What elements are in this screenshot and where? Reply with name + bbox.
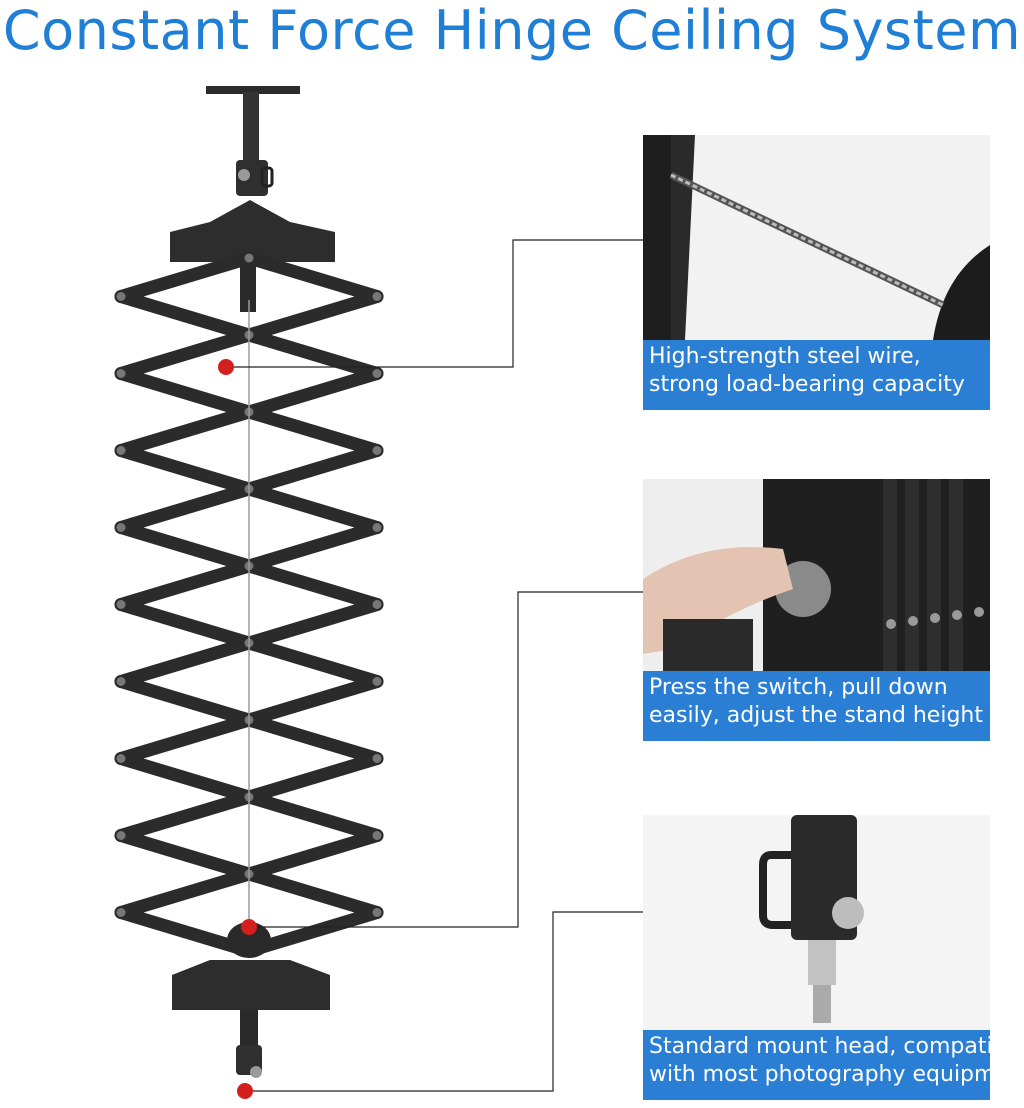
pivot-pin bbox=[372, 523, 382, 532]
page-title: Constant Force Hinge Ceiling System bbox=[2, 0, 1022, 62]
leader-line-switch bbox=[249, 591, 643, 928]
pivot-pin bbox=[116, 600, 126, 609]
marker-switch bbox=[241, 919, 257, 935]
pivot-pin bbox=[372, 600, 382, 609]
scissor-bar bbox=[114, 598, 256, 650]
scissor-bar bbox=[114, 521, 256, 573]
mount-head-photo bbox=[643, 815, 990, 1030]
pivot-pin bbox=[372, 369, 382, 378]
scissor-bar bbox=[242, 636, 384, 688]
scissor-bar bbox=[242, 405, 384, 457]
scissor-bar bbox=[242, 598, 384, 650]
scissor-bar bbox=[114, 559, 256, 611]
scissor-bar bbox=[242, 559, 384, 611]
scissor-bar bbox=[242, 829, 384, 881]
feature-panel-switch: Press the switch, pull down easily, adju… bbox=[643, 479, 990, 741]
steel-wire-photo bbox=[643, 135, 990, 340]
scissor-bar bbox=[242, 867, 384, 919]
scissor-bar bbox=[242, 367, 384, 419]
leader-lines bbox=[226, 239, 643, 1092]
scissor-bar bbox=[114, 367, 256, 419]
caption-switch: Press the switch, pull down easily, adju… bbox=[643, 671, 990, 741]
scissor-bar bbox=[242, 521, 384, 573]
scissor-bar bbox=[242, 482, 384, 534]
caption-line-1: Standard mount head, compatible bbox=[649, 1034, 990, 1059]
leader-line-mount bbox=[245, 911, 643, 1092]
pivot-pin bbox=[372, 446, 382, 455]
pivot-pin bbox=[116, 369, 126, 378]
ceiling-mount bbox=[170, 86, 335, 312]
feature-panel-mount-head: Standard mount head, compatible with mos… bbox=[643, 815, 990, 1100]
pivot-pin bbox=[116, 677, 126, 686]
pivot-pin bbox=[116, 446, 126, 455]
scissor-bar bbox=[242, 444, 384, 496]
pivot-pin bbox=[372, 292, 382, 301]
scissor-bar bbox=[114, 906, 256, 958]
bottom-mount bbox=[172, 922, 330, 1078]
scissor-bar bbox=[114, 713, 256, 765]
caption-steel-wire: High-strength steel wire, strong load-be… bbox=[643, 340, 990, 410]
caption-line-2: with most photography equipment bbox=[649, 1062, 990, 1087]
scissor-bar bbox=[114, 752, 256, 804]
pivot-pin bbox=[116, 523, 126, 532]
pivot-pin bbox=[116, 908, 126, 917]
scissor-bar bbox=[114, 405, 256, 457]
scissor-bar bbox=[114, 829, 256, 881]
scissor-bar bbox=[114, 328, 256, 380]
pivot-pin bbox=[116, 754, 126, 763]
scissor-bar bbox=[242, 251, 384, 303]
marker-wire bbox=[218, 359, 234, 375]
pivot-pin bbox=[244, 253, 254, 263]
scissor-bar bbox=[114, 482, 256, 534]
caption-line-2: strong load-bearing capacity bbox=[649, 372, 965, 397]
scissor-bar bbox=[242, 906, 384, 958]
scissor-bar bbox=[114, 290, 256, 342]
marker-mount bbox=[237, 1083, 253, 1099]
feature-panel-steel-wire: High-strength steel wire, strong load-be… bbox=[643, 135, 990, 410]
scissor-bar bbox=[114, 790, 256, 842]
scissor-bar bbox=[114, 867, 256, 919]
pivot-pin bbox=[116, 831, 126, 840]
scissor-bar bbox=[114, 675, 256, 727]
switch-photo bbox=[643, 479, 990, 671]
scissor-bar bbox=[242, 752, 384, 804]
scissor-bar bbox=[242, 290, 384, 342]
scissor-bar bbox=[242, 328, 384, 380]
caption-line-2: easily, adjust the stand height bbox=[649, 703, 983, 728]
pivot-pin bbox=[372, 677, 382, 686]
pivot-pin bbox=[372, 831, 382, 840]
scissor-bar bbox=[114, 444, 256, 496]
scissor-bar bbox=[242, 790, 384, 842]
pivot-pin bbox=[372, 754, 382, 763]
caption-mount-head: Standard mount head, compatible with mos… bbox=[643, 1030, 990, 1100]
caption-line-1: Press the switch, pull down bbox=[649, 675, 948, 700]
caption-line-1: High-strength steel wire, bbox=[649, 344, 921, 369]
pivot-pin bbox=[116, 292, 126, 301]
scissor-bar bbox=[114, 251, 256, 303]
leader-line-wire bbox=[226, 239, 643, 368]
scissor-bar bbox=[242, 713, 384, 765]
scissor-bar bbox=[114, 636, 256, 688]
pivot-pin bbox=[372, 908, 382, 917]
scissor-lattice bbox=[114, 251, 384, 958]
scissor-bar bbox=[242, 675, 384, 727]
